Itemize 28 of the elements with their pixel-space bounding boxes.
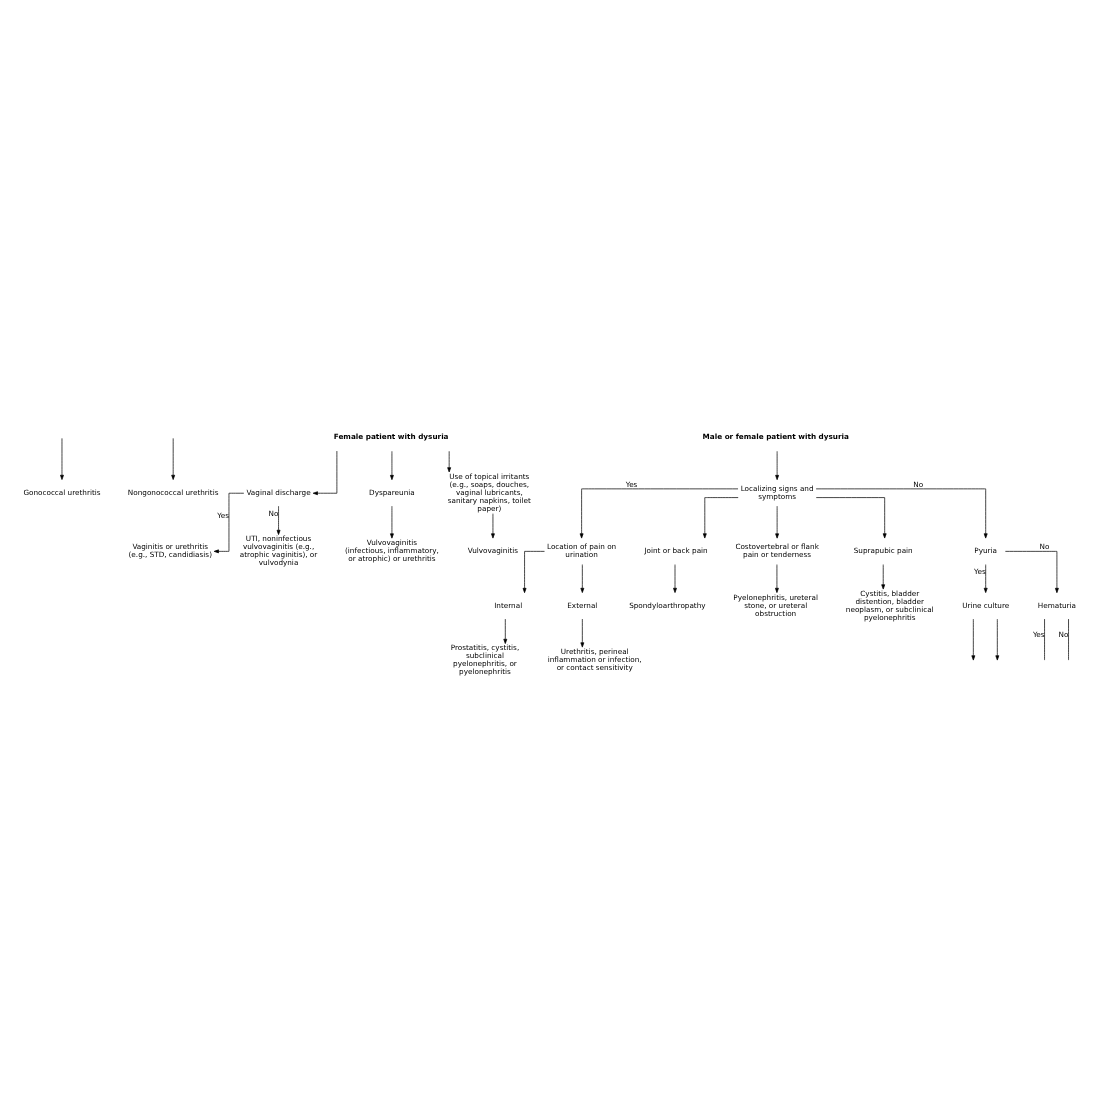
- arrow: [276, 504, 281, 534]
- arrow: [775, 449, 779, 480]
- arrow: [971, 617, 976, 660]
- arrow: [673, 563, 677, 592]
- arrow: [983, 563, 988, 592]
- connector: [1068, 617, 1069, 660]
- arrow: [881, 563, 886, 589]
- arrow: [815, 496, 887, 538]
- arrow: [775, 563, 779, 592]
- arrow: [702, 496, 739, 538]
- arrow: [995, 617, 1000, 660]
- connector: [1044, 617, 1045, 660]
- arrow: [1004, 550, 1059, 593]
- arrow: [447, 449, 452, 472]
- arrow: [579, 487, 739, 538]
- arrow: [503, 617, 508, 643]
- arrow: [213, 491, 245, 553]
- arrow: [580, 563, 585, 592]
- arrow: [312, 449, 338, 495]
- arrow: [390, 504, 394, 538]
- arrow: [390, 449, 394, 480]
- arrow: [491, 512, 495, 538]
- arrow: [171, 436, 176, 479]
- arrow: [815, 487, 988, 538]
- arrow: [522, 550, 545, 593]
- arrow: [60, 436, 64, 479]
- arrow: [580, 617, 585, 647]
- arrow: [775, 504, 779, 538]
